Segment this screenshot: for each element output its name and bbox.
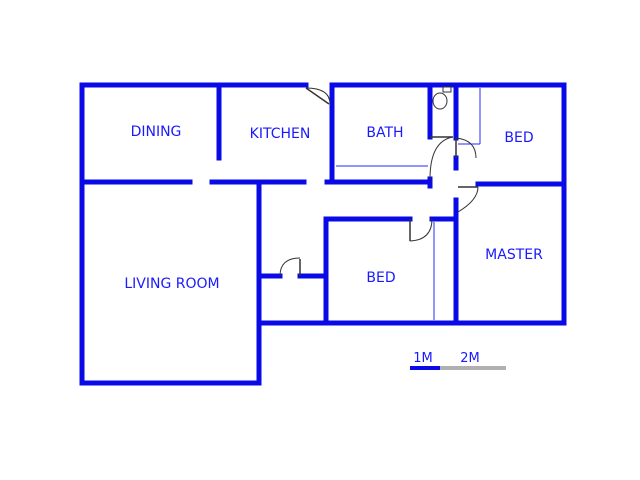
scale-bar: 1M 2M [410, 351, 506, 370]
scale-label-1m: 1M [413, 351, 433, 366]
kitchen-door [305, 87, 331, 105]
bath-door [429, 136, 454, 180]
interior-walls [79, 82, 567, 326]
room-label-kitchen: KITCHEN [250, 126, 311, 142]
room-label-bed-top: BED [504, 130, 533, 146]
room-label-dining: DINING [131, 124, 182, 140]
living-door [279, 257, 301, 277]
room-label-bed-middle: BED [366, 270, 395, 286]
room-label-living-room: LIVING ROOM [124, 276, 219, 292]
bed-middle-door [409, 218, 433, 242]
scale-label-2m: 2M [460, 351, 480, 366]
bed-top-door [455, 137, 477, 159]
outer-walls [79, 82, 567, 386]
toilet-icon [432, 86, 452, 110]
built-in-lines [336, 88, 481, 320]
room-label-bath: BATH [366, 125, 403, 141]
room-label-master: MASTER [485, 247, 543, 263]
master-door [457, 186, 479, 213]
